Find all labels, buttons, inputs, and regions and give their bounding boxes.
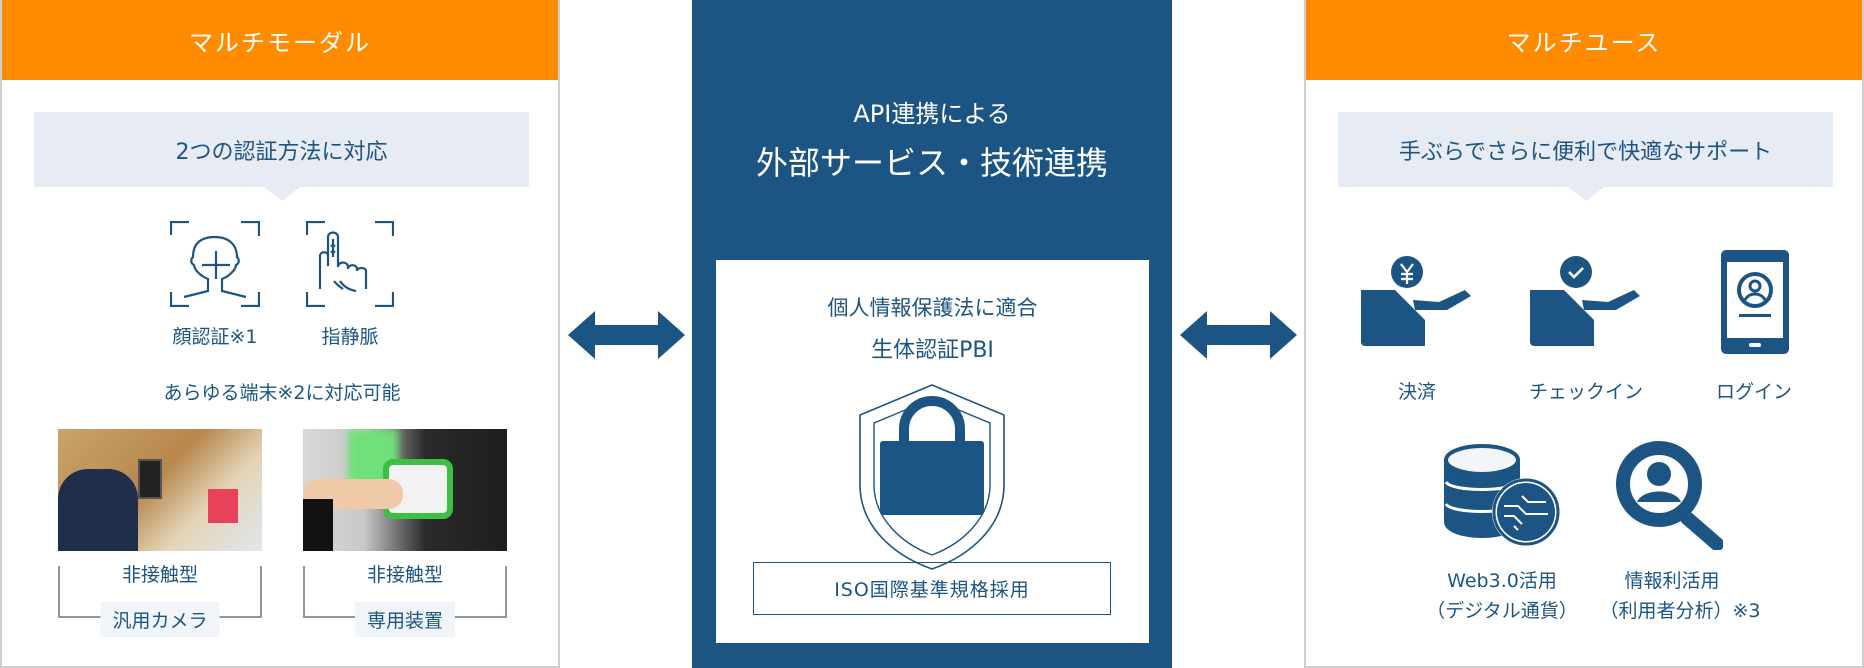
finger-vein-icon <box>306 221 394 307</box>
face-scan-icon <box>170 221 260 307</box>
multimodal-header: マルチモーダル <box>2 0 558 80</box>
face-auth-label: 顔認証※1 <box>172 326 258 348</box>
data-use-label-line2: （利用者分析）※3 <box>1599 600 1761 622</box>
pbi-box: 個人情報保護法に適合 生体認証PBI PBI ISO国際基準規格採用 <box>716 260 1149 643</box>
center-title-line2: 外部サービス・技術連携 <box>755 144 1108 182</box>
general-camera-type: 非接触型 <box>115 560 205 587</box>
login-label: ログイン <box>1715 381 1793 403</box>
multiuse-subtitle: 手ぶらでさらに便利で快適なサポート <box>1338 112 1833 201</box>
center-title-line1: API連携による <box>853 100 1011 128</box>
multimodal-subtitle: 2つの認証方法に対応 <box>34 112 529 201</box>
finger-vein-label: 指静脈 <box>321 326 379 348</box>
multiuse-panel: マルチユース 手ぶらでさらに便利で快適なサポート 決済 チェックイン ログイン <box>1304 0 1864 668</box>
payment-label: 決済 <box>1397 381 1437 403</box>
general-camera-name: 汎用カメラ <box>100 602 220 637</box>
data-use-label-line1: 情報利活用 <box>1624 570 1720 592</box>
dedicated-device-photo <box>303 429 507 551</box>
shield-lock-icon <box>859 384 1005 570</box>
checkin-icon <box>1530 256 1640 346</box>
web3-label-line2: （デジタル通貨） <box>1426 600 1578 622</box>
iso-standard-badge: ISO国際基準規格採用 <box>753 562 1111 615</box>
dedicated-device-name: 専用装置 <box>354 602 456 637</box>
multimodal-panel: マルチモーダル 2つの認証方法に対応 顔認証※1 指静脈 あらゆる端末※2に対応… <box>0 0 560 668</box>
lock-pbi-label: PBI <box>905 510 960 550</box>
general-camera-photo <box>58 429 262 551</box>
dedicated-device-type: 非接触型 <box>360 560 450 587</box>
tablet-login-icon <box>1721 250 1789 354</box>
web3-label-line1: Web3.0活用 <box>1447 570 1557 592</box>
multiuse-header: マルチユース <box>1306 0 1862 80</box>
database-coin-icon <box>1444 444 1560 546</box>
payment-icon <box>1361 256 1471 346</box>
pbi-box-line1: 個人情報保護法に適合 <box>827 296 1038 320</box>
checkin-label: チェックイン <box>1528 381 1644 403</box>
pbi-box-line2: 生体認証PBI <box>871 338 994 363</box>
devices-caption: あらゆる端末※2に対応可能 <box>163 382 401 404</box>
double-arrow-right-icon <box>1180 311 1297 359</box>
user-search-icon <box>1616 441 1723 550</box>
double-arrow-left-icon <box>568 311 685 359</box>
api-integration-panel: API連携による 外部サービス・技術連携 個人情報保護法に適合 生体認証PBI … <box>692 0 1172 668</box>
